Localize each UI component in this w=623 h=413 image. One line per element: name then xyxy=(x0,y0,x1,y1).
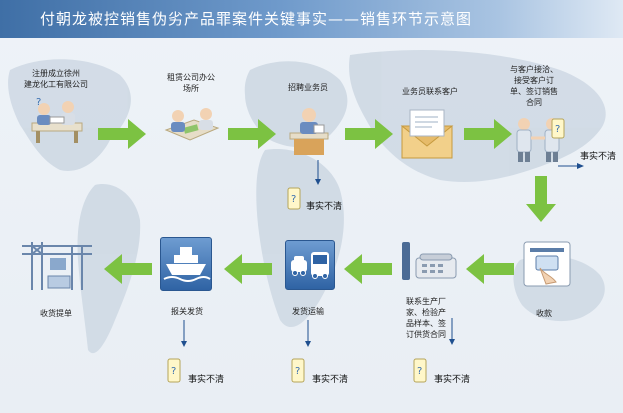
step-rent-label: 租赁公司办公 场所 xyxy=(167,73,215,93)
svg-text:?: ? xyxy=(291,194,296,205)
flow-arrow-8 xyxy=(224,254,272,284)
unknown-label-negotiate: 事实不清 xyxy=(580,152,617,162)
svg-text:?: ? xyxy=(555,124,560,135)
transport-down-arrow xyxy=(305,320,311,347)
step-collect-label: 收款 xyxy=(536,309,552,318)
question-doc-icon: ? xyxy=(287,187,301,210)
transport-icon xyxy=(291,252,329,279)
flow-arrow-6 xyxy=(466,254,514,284)
office-desk-icon xyxy=(164,108,220,141)
unknown-label-supplier: 事实不清 xyxy=(434,375,471,385)
envelope-icon xyxy=(400,109,454,159)
flow-arrow-7 xyxy=(344,254,392,284)
ship-down-arrow xyxy=(181,320,187,347)
flow-arrow-3 xyxy=(345,119,393,149)
svg-text:?: ? xyxy=(171,366,176,377)
supplier-down-arrow xyxy=(449,318,455,345)
flow-arrow-9 xyxy=(104,254,152,284)
negotiate-side-arrow xyxy=(558,163,584,169)
meeting-icon: ? xyxy=(31,97,83,143)
step-supplier-label: 联系生产厂 家、检验产 品样本、签 订供货合同 xyxy=(406,297,446,339)
step-receipt-label: 收货提单 xyxy=(40,309,72,318)
question-doc-icon: ? xyxy=(551,118,565,139)
card-payment-icon xyxy=(523,241,571,287)
step-contact-label: 业务员联系客户 xyxy=(402,87,458,96)
step-register-label: 注册成立徐州 建龙化工有限公司 xyxy=(24,69,88,89)
svg-text:?: ? xyxy=(36,97,41,108)
telephone-icon xyxy=(402,242,457,280)
ship-icon xyxy=(163,247,211,282)
question-doc-icon: ? xyxy=(167,358,181,383)
question-doc-icon: ? xyxy=(291,358,305,383)
svg-text:?: ? xyxy=(417,366,422,377)
crane-icon xyxy=(22,242,92,290)
step-hire-label: 招聘业务员 xyxy=(288,83,328,92)
svg-text:?: ? xyxy=(295,366,300,377)
diagram-title: 付朝龙被控销售伪劣产品罪案件关键事实——销售环节示意图 xyxy=(40,10,473,28)
step-transport-label: 发货运输 xyxy=(292,307,324,316)
step-negotiate-label: 与客户接洽、 接受客户订 单、签订销售 合同 xyxy=(510,65,558,107)
step-ship-label: 报关发货 xyxy=(171,307,203,316)
question-doc-icon: ? xyxy=(413,358,427,383)
hire-down-arrow xyxy=(315,160,321,185)
flow-arrow-4 xyxy=(464,119,512,149)
flow-arrow-1 xyxy=(98,119,146,149)
unknown-label-ship: 事实不清 xyxy=(188,375,225,385)
flow-arrow-2 xyxy=(228,119,276,149)
flow-arrow-5 xyxy=(526,176,556,222)
title-bar xyxy=(0,0,623,38)
seated-person-icon xyxy=(289,108,329,155)
unknown-label-hire: 事实不清 xyxy=(306,202,343,212)
unknown-label-transport: 事实不清 xyxy=(312,375,349,385)
